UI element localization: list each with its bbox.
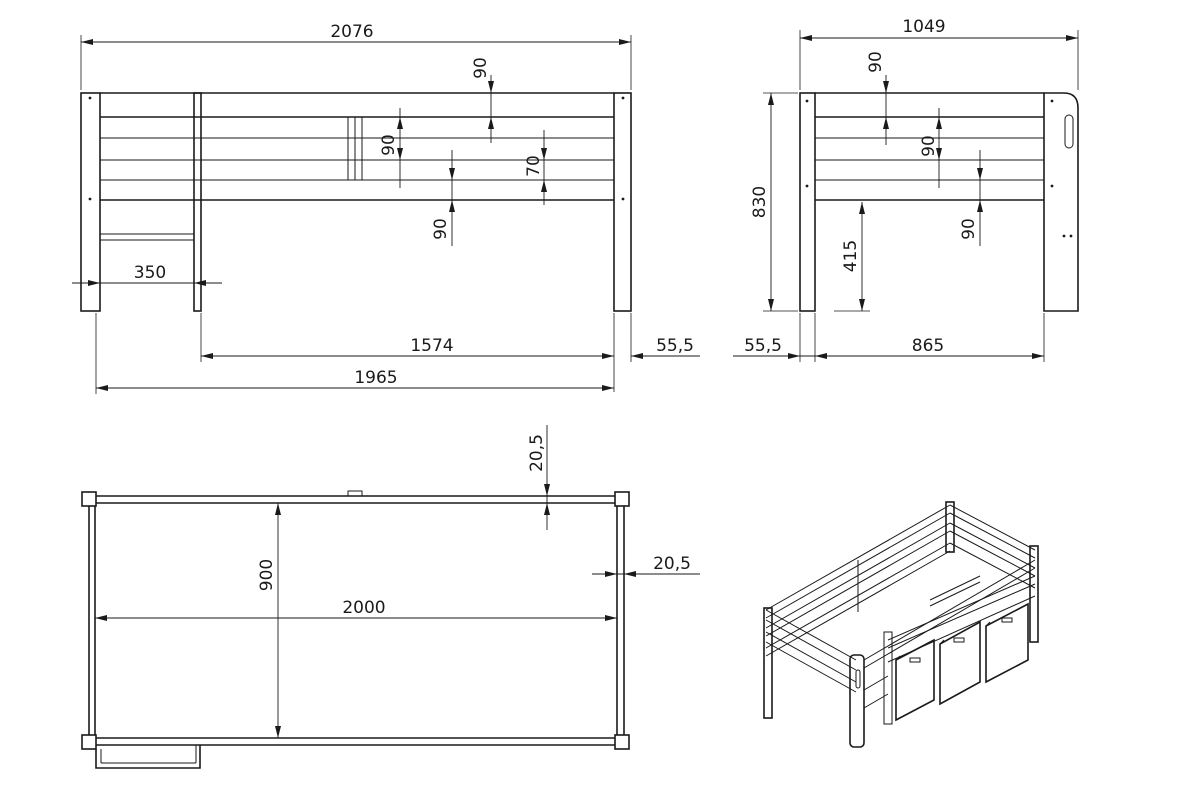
- front-ladder-width-label: 350: [134, 263, 166, 283]
- side-height-label: 830: [750, 186, 770, 218]
- isometric-view: [763, 501, 1039, 748]
- side-view: 1049 90 90 90 830 415 55,: [733, 17, 1079, 362]
- front-mid-rail-spacing-label: 90: [379, 134, 399, 156]
- side-left-post: [799, 92, 816, 312]
- side-overall-width-label: 1049: [902, 17, 945, 37]
- front-bottom-rail-spacing-label: 90: [431, 218, 451, 240]
- front-ladder-post: [193, 92, 202, 312]
- side-right-panel: [1043, 92, 1079, 312]
- top-view: 20,5 20,5 900 2000: [81, 425, 700, 769]
- front-overall-length-label: 2076: [330, 22, 373, 42]
- top-side-rail-thickness-label: 20,5: [653, 554, 691, 574]
- top-inner-width-label: 900: [257, 559, 277, 591]
- side-inner-width-label: 865: [912, 336, 944, 356]
- front-rail-gap-label: 70: [524, 155, 544, 177]
- front-frame-length-label: 1965: [354, 368, 397, 388]
- side-bottom-rail-spacing-label: 90: [959, 218, 979, 240]
- top-corner-post: [81, 491, 97, 507]
- side-leg-offset-label: 55,5: [744, 336, 782, 356]
- side-base-height-label: 415: [841, 240, 861, 272]
- front-top-rail-spacing-label: 90: [471, 57, 491, 79]
- front-left-post: [80, 92, 101, 312]
- side-top-rail-spacing-label: 90: [866, 51, 886, 73]
- top-ladder: [95, 745, 201, 769]
- top-rail-thickness-label: 20,5: [527, 434, 547, 472]
- front-right-post: [613, 92, 632, 312]
- top-inner-length-label: 2000: [342, 598, 385, 618]
- front-view: 2076 90 90 70 90 350 1574: [72, 22, 700, 394]
- front-leg-offset-label: 55,5: [656, 336, 694, 356]
- front-inner-length-label: 1574: [410, 336, 453, 356]
- side-mid-rail-spacing-label: 90: [919, 135, 939, 157]
